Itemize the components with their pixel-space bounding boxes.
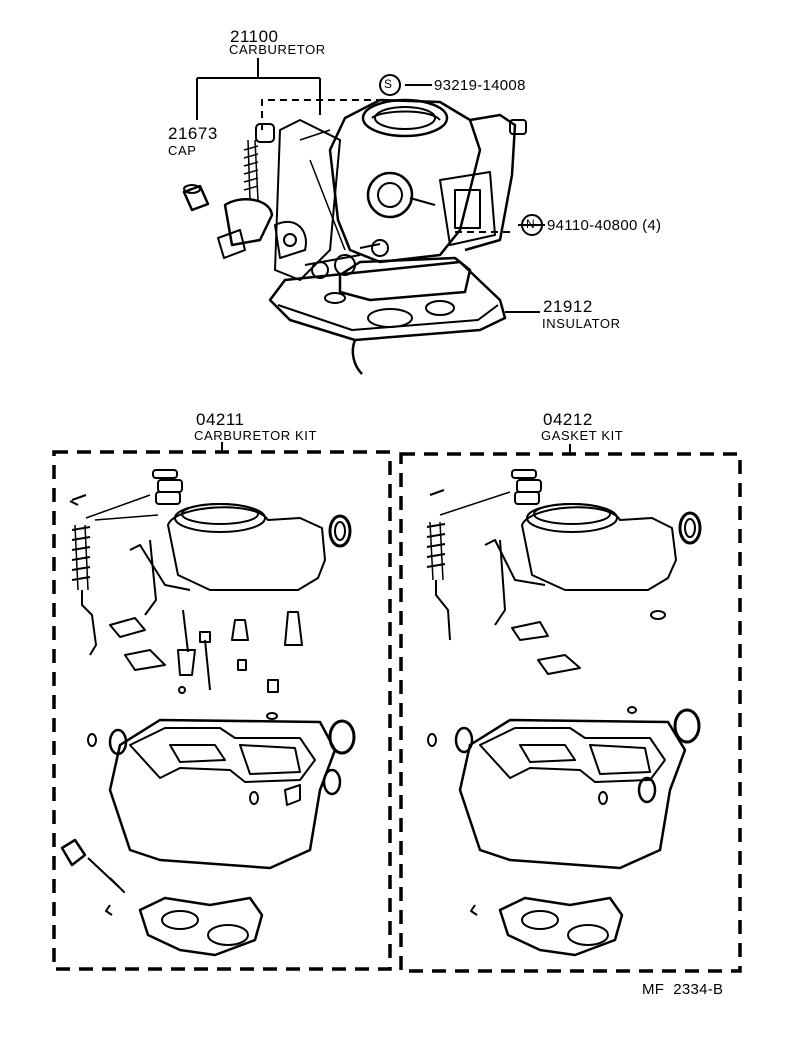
carburetor-kit-number: 04211 xyxy=(196,410,245,429)
carburetor-part-number: 21100 xyxy=(230,27,279,46)
carburetor-part-name: CARBURETOR xyxy=(229,42,326,57)
nut-callout xyxy=(522,215,542,235)
carburetor-assembly xyxy=(184,58,545,374)
carburetor-kit-name: CARBURETOR KIT xyxy=(194,428,318,443)
figure-code: MF 2334-B xyxy=(642,981,724,998)
gasket-kit-number: 04212 xyxy=(543,410,593,429)
cap-part-number: 21673 xyxy=(168,124,218,143)
cap-part-name: CAP xyxy=(168,143,197,158)
screw-part-number: 93219-14008 xyxy=(434,77,526,94)
insulator-part-number: 21912 xyxy=(543,297,593,316)
nut-callout-letter: N xyxy=(526,217,535,231)
carburetor-kit-box xyxy=(54,452,390,969)
screw-callout-letter: S xyxy=(384,77,393,91)
carburetor-kit-parts xyxy=(62,470,354,955)
insulator-part-name: INSULATOR xyxy=(542,316,621,331)
gasket-kit-parts xyxy=(427,470,700,955)
nut-part-number: 94110-40800 (4) xyxy=(547,217,662,234)
cap-part xyxy=(184,185,208,210)
gasket-kit-name: GASKET KIT xyxy=(541,428,624,443)
screw-callout xyxy=(380,75,400,95)
